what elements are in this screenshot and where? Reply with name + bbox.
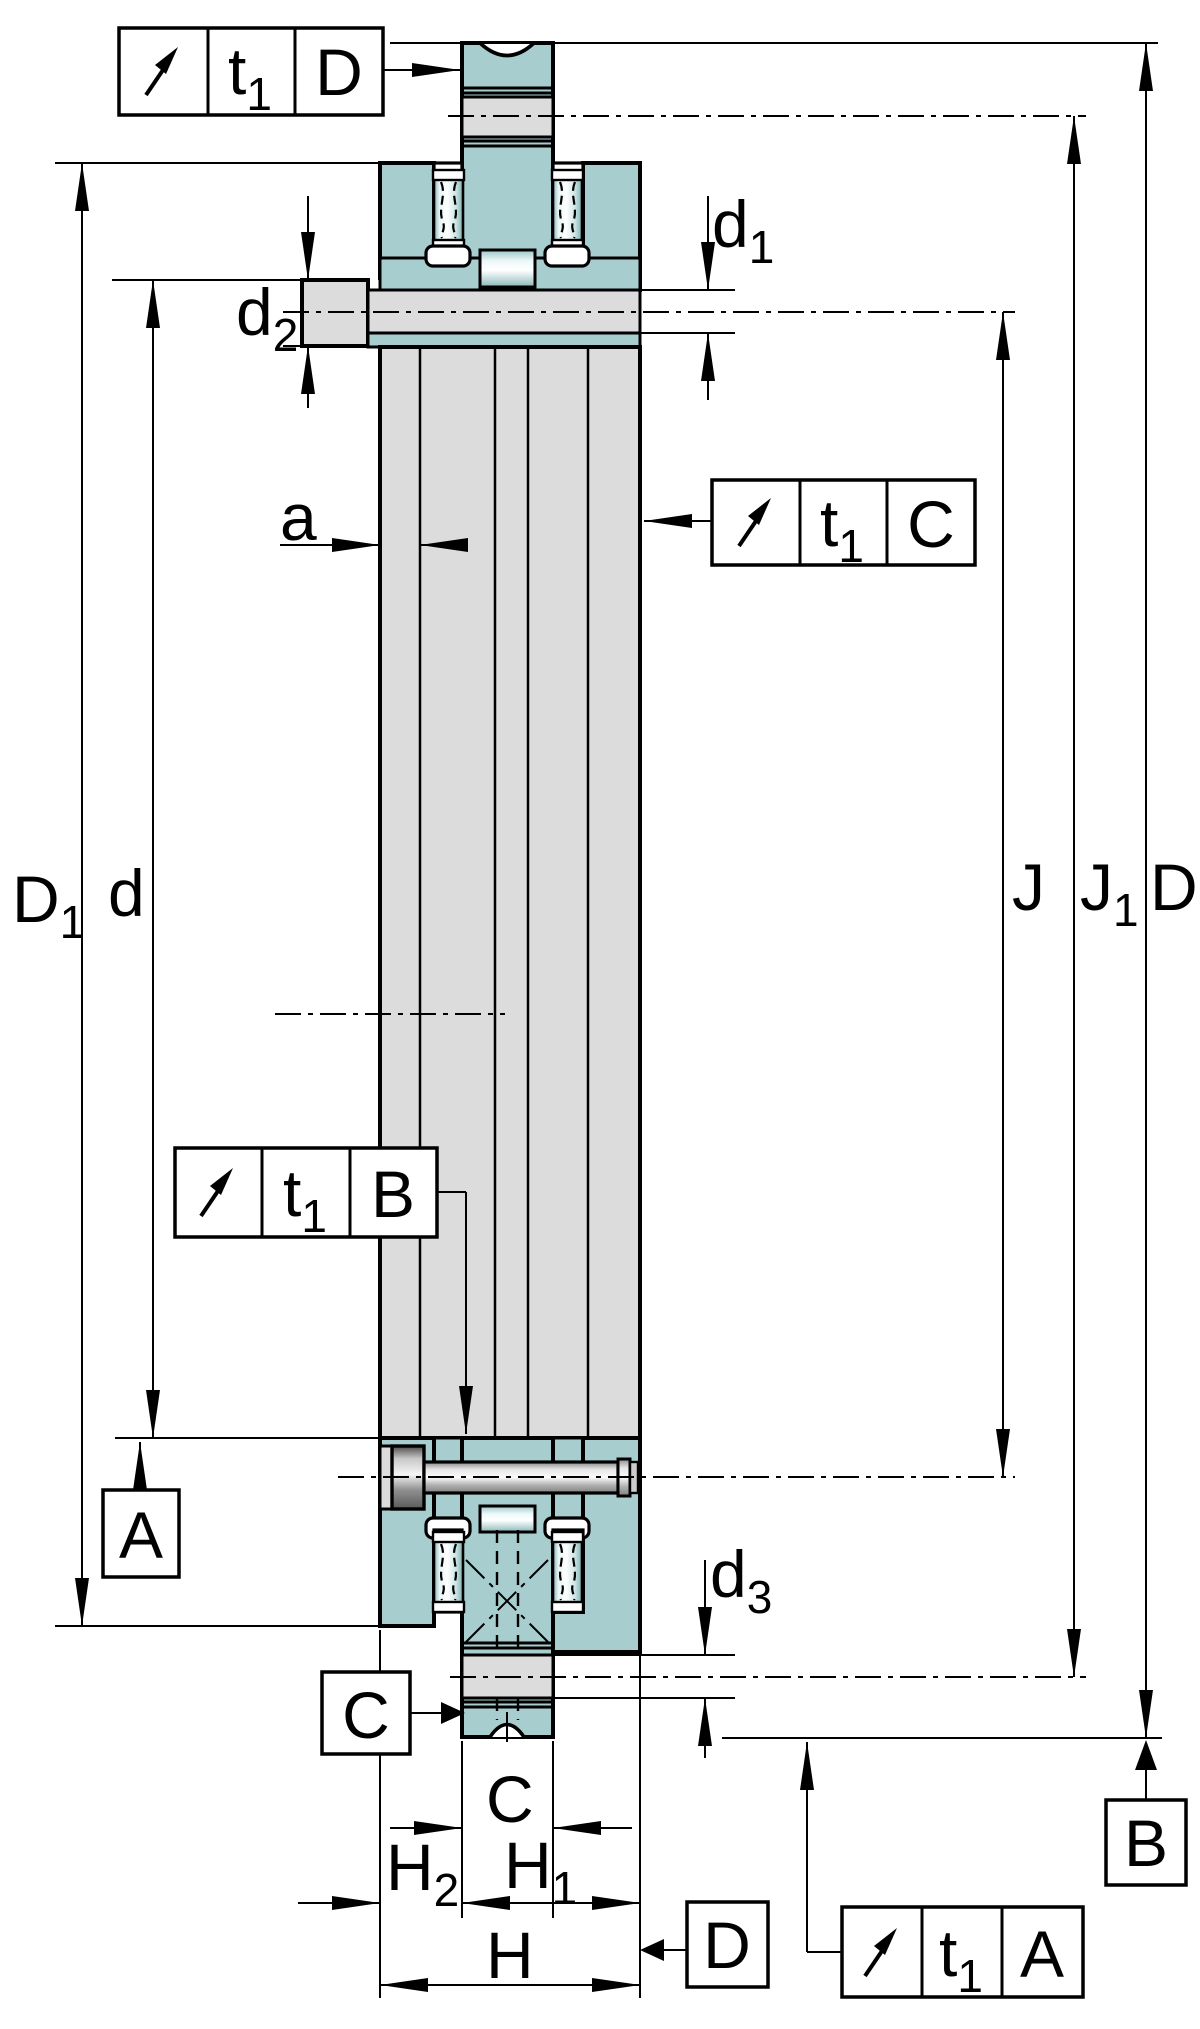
circular-runout-icon [199,1168,233,1218]
label-C: C [486,1762,534,1836]
dimension-d2: d2 [236,196,315,408]
label-H1: H1 [504,1828,577,1914]
dimension-C: C [390,1762,632,1836]
tolerance-frame-bottom: t1 A [800,1742,1085,2002]
dimension-D-outer: D [1139,43,1198,1738]
datum-B-label: B [1124,1806,1168,1880]
lower-bearing-section [378,1436,642,1742]
dimension-H1: H1 [462,1828,640,1914]
tolerance-frame-top: t1 D [117,26,460,120]
datum-C: C [320,1670,465,1756]
dimension-d3: d3 [698,1537,772,1758]
axial-roller-bottom-left [431,1530,466,1614]
label-d2: d2 [236,275,298,361]
frame-left-datum: B [371,1157,415,1231]
dimension-J1: J1 [1067,116,1139,1677]
dimension-J: J [996,312,1045,1477]
label-d1: d1 [712,187,774,273]
datum-D: D [640,1900,770,1989]
frame-bottom-tolerance: t1 [939,1916,983,2002]
upper-bearing-section [378,161,642,292]
cage-top-left [424,244,472,268]
label-H2: H2 [386,1830,459,1916]
datum-A-label: A [119,1498,163,1572]
axial-roller-bottom-right [550,1530,585,1614]
label-d: d [108,856,145,930]
axial-roller-top-right [550,168,585,252]
label-J1: J1 [1080,850,1139,936]
datum-A: A [101,1442,181,1579]
frame-right-datum: C [907,487,955,561]
label-D: D [1150,850,1198,924]
dimension-d: d [108,280,160,1438]
label-D1: D1 [12,862,85,948]
bearing-cross-section [300,41,642,1742]
centerlines [275,115,1086,1678]
label-H: H [486,1918,534,1992]
dimension-H: H [380,1918,640,1992]
datum-D-label: D [703,1908,751,1982]
label-a: a [280,480,317,554]
dimension-d1: d1 [701,187,774,400]
bore-band-d1 [366,288,642,335]
frame-right-tolerance: t1 [820,486,864,572]
dimension-H2: H2 [298,1830,459,1916]
dimension-D1: D1 [12,163,90,1626]
bearing-body [378,345,642,1440]
label-J: J [1012,850,1045,924]
datum-C-label: C [342,1678,390,1752]
tolerance-frame-left: t1 B [173,1146,473,1434]
stud-top-recess [478,41,536,58]
dimension-a: a [280,480,468,554]
axial-roller-top-left [431,168,466,252]
circular-runout-icon [737,498,771,548]
frame-top-datum: D [315,35,363,109]
frame-top-tolerance: t1 [228,34,272,120]
circular-runout-icon [144,47,178,97]
circular-runout-icon [863,1928,897,1978]
dimensions: D1 d J J1 D d2 d1 [12,43,1198,1992]
frame-left-tolerance: t1 [283,1156,327,1242]
radial-roller-top [478,248,537,289]
tolerance-frame-right: t1 C [644,478,977,572]
radial-roller-bottom [478,1504,537,1534]
frame-bottom-datum: A [1020,1917,1064,1991]
cage-top-right [543,244,591,268]
bore-band [300,278,642,349]
label-d3: d3 [710,1537,772,1623]
datum-B: B [1104,1740,1188,1887]
